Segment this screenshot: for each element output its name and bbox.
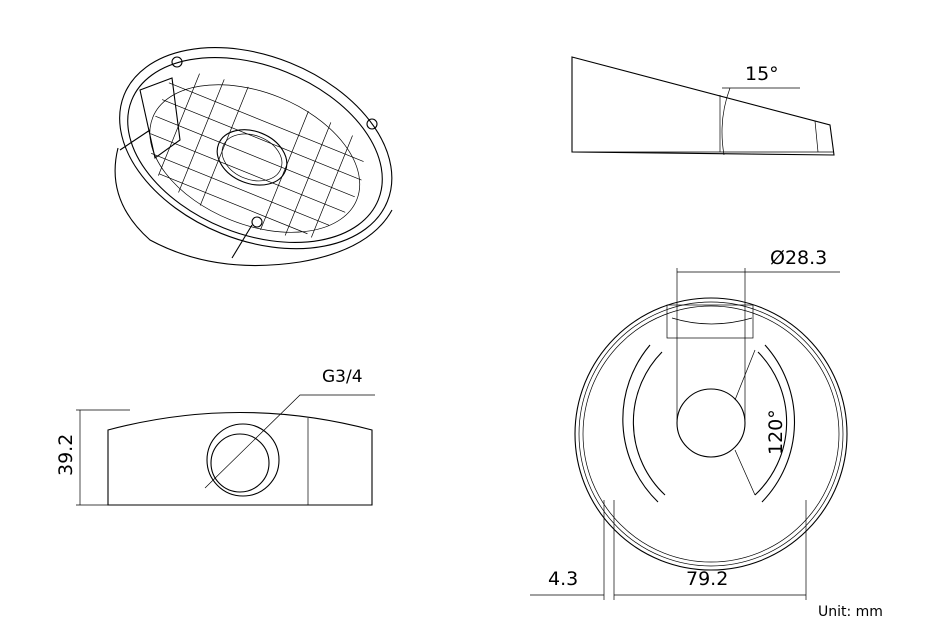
slot-right [761,344,796,503]
height-label: 39.2 [55,434,77,476]
slot-angle-label: 120° [765,409,787,455]
center-hole [216,129,288,186]
center-hole [676,388,746,458]
wall-thickness-label: 4.3 [548,568,578,590]
inner-diameter-label: 79.2 [686,568,728,590]
slot-left [622,344,659,503]
front-view: 39.2 G3/4 [55,367,375,506]
isometric-view [114,47,393,267]
side-view: 15° [571,56,835,156]
bottom-view: Ø28.3 120° 4.3 79.2 [530,247,848,600]
thread-label: G3/4 [322,367,363,387]
grid-ribs [150,73,364,238]
hole-diameter-label: Ø28.3 [770,247,827,269]
unit-label: Unit: mm [818,604,883,620]
angle-label: 15° [745,63,779,85]
thread-port [206,423,280,497]
